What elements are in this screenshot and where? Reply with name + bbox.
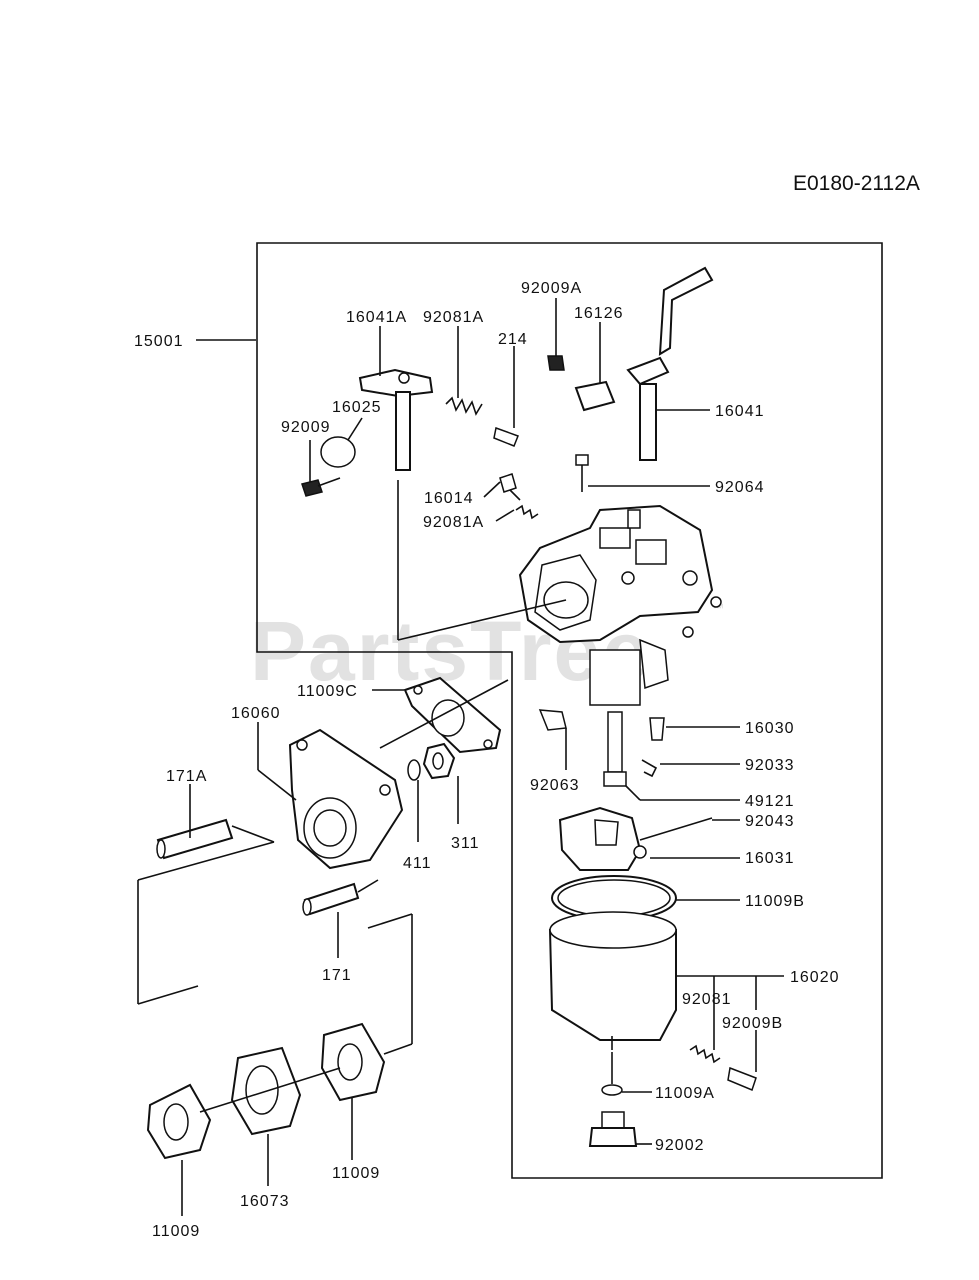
leader-lines — [137, 298, 784, 1216]
label-92043[interactable]: 92043 — [745, 813, 795, 830]
label-92063[interactable]: 92063 — [530, 777, 580, 794]
float-bowl-parts — [538, 709, 757, 1147]
label-16041A[interactable]: 16041A — [346, 309, 407, 326]
label-92009A[interactable]: 92009A — [521, 280, 582, 297]
label-16060[interactable]: 16060 — [231, 705, 281, 722]
label-92081[interactable]: 92081 — [682, 991, 732, 1008]
label-15001[interactable]: 15001 — [134, 333, 184, 350]
insulator-16060 — [288, 728, 404, 870]
label-16020[interactable]: 16020 — [790, 969, 840, 986]
label-11009C[interactable]: 11009C — [297, 683, 358, 700]
lower-gaskets — [146, 1022, 386, 1160]
label-214[interactable]: 214 — [498, 331, 528, 348]
label-11009A[interactable]: 11009A — [655, 1085, 715, 1102]
label-11009B[interactable]: 11009B — [745, 893, 805, 910]
assembly-boundary — [256, 242, 883, 1179]
label-16041[interactable]: 16041 — [715, 403, 765, 420]
label-311[interactable]: 311 — [451, 835, 480, 852]
choke-shaft — [547, 266, 714, 461]
label-16030[interactable]: 16030 — [745, 720, 795, 737]
label-92033[interactable]: 92033 — [745, 757, 795, 774]
washer-nut — [407, 742, 456, 781]
label-411[interactable]: 411 — [403, 855, 432, 872]
part-labels: 15001 16041A 92081A 214 92009A 16126 160… — [134, 280, 840, 1240]
gasket-11009C — [403, 676, 502, 754]
throttle-shaft — [301, 368, 434, 497]
idle-adjust-screw — [499, 473, 539, 520]
label-92002[interactable]: 92002 — [655, 1137, 705, 1154]
label-16025[interactable]: 16025 — [332, 399, 382, 416]
stud-bolts — [156, 818, 360, 916]
label-49121[interactable]: 49121 — [745, 793, 795, 810]
label-16014[interactable]: 16014 — [424, 490, 474, 507]
label-16073[interactable]: 16073 — [240, 1193, 290, 1210]
label-92081A-upper[interactable]: 92081A — [423, 309, 484, 326]
diagram-code: E0180-2112A — [793, 172, 920, 195]
label-92009[interactable]: 92009 — [281, 419, 331, 436]
label-171[interactable]: 171 — [322, 967, 352, 984]
label-92009B[interactable]: 92009B — [722, 1015, 783, 1032]
idle-spring — [445, 396, 519, 447]
label-11009-right[interactable]: 11009 — [332, 1165, 380, 1182]
label-92064[interactable]: 92064 — [715, 479, 765, 496]
label-16126[interactable]: 16126 — [574, 305, 624, 322]
label-16031[interactable]: 16031 — [745, 850, 795, 867]
pilot-screw — [575, 454, 589, 492]
label-11009-left[interactable]: 11009 — [152, 1223, 200, 1240]
label-171A[interactable]: 171A — [166, 768, 207, 785]
label-92081A-lower[interactable]: 92081A — [423, 514, 484, 531]
